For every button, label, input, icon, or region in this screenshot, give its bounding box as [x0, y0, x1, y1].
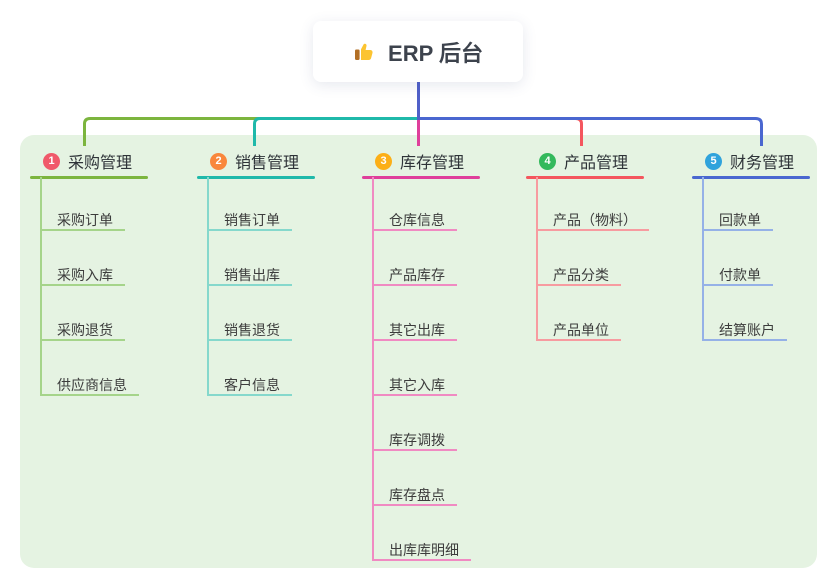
child-node[interactable]: 产品分类 [536, 266, 621, 286]
child-node[interactable]: 库存调拨 [372, 431, 457, 451]
branch-sales: 2 销售管理 销售订单 销售出库 销售退货 客户信息 [197, 148, 347, 396]
child-node[interactable]: 采购入库 [40, 266, 125, 286]
branch-sales-node[interactable]: 2 销售管理 [197, 148, 347, 174]
branch-underline [526, 176, 644, 179]
branch-product: 4 产品管理 产品（物料） 产品分类 产品单位 [526, 148, 676, 341]
branch-spine-line [372, 177, 374, 561]
root-node[interactable]: ERP 后台 [313, 21, 523, 82]
branch-label: 财务管理 [730, 155, 795, 172]
branch-spine-line [207, 177, 209, 396]
child-node[interactable]: 出库库明细 [372, 541, 471, 561]
branch-inventory: 3 库存管理 仓库信息 产品库存 其它出库 其它入库 库存调拨 库存盘点 出库库… [362, 148, 512, 561]
branch-number-badge: 1 [43, 152, 60, 170]
branch-label: 产品管理 [564, 155, 629, 172]
branch-finance: 5 财务管理 回款单 付款单 结算账户 [692, 148, 839, 341]
branch-underline [692, 176, 810, 179]
child-node[interactable]: 回款单 [702, 211, 773, 231]
child-node[interactable]: 采购订单 [40, 211, 125, 231]
child-node[interactable]: 产品单位 [536, 321, 621, 341]
branch-number-badge: 5 [705, 152, 722, 170]
child-node[interactable]: 客户信息 [207, 376, 292, 396]
branch-purchase: 1 采购管理 采购订单 采购入库 采购退货 供应商信息 [30, 148, 180, 396]
branch-label: 库存管理 [400, 155, 465, 172]
branches-panel [20, 135, 817, 568]
child-node[interactable]: 销售订单 [207, 211, 292, 231]
branch-label: 销售管理 [235, 155, 300, 172]
child-node[interactable]: 供应商信息 [40, 376, 139, 396]
child-node[interactable]: 产品（物料） [536, 211, 649, 231]
branch-underline [30, 176, 148, 179]
child-node[interactable]: 结算账户 [702, 321, 787, 341]
branch-spine-line [536, 177, 538, 341]
branch-number-badge: 2 [210, 152, 227, 170]
branch-number-badge: 4 [539, 152, 556, 170]
branch-inventory-node[interactable]: 3 库存管理 [362, 148, 512, 174]
branch-number-badge: 3 [375, 152, 392, 170]
branch-spine-line [702, 177, 704, 341]
thumbs-up-icon [355, 43, 373, 60]
branch-purchase-node[interactable]: 1 采购管理 [30, 148, 180, 174]
child-node[interactable]: 产品库存 [372, 266, 457, 286]
branch-finance-node[interactable]: 5 财务管理 [692, 148, 839, 174]
branch-underline [362, 176, 480, 179]
child-node[interactable]: 其它出库 [372, 321, 457, 341]
child-node[interactable]: 其它入库 [372, 376, 457, 396]
root-label: ERP 后台 [388, 40, 483, 66]
child-node[interactable]: 销售退货 [207, 321, 292, 341]
child-node[interactable]: 仓库信息 [372, 211, 457, 231]
branch-product-node[interactable]: 4 产品管理 [526, 148, 676, 174]
child-node[interactable]: 采购退货 [40, 321, 125, 341]
child-node[interactable]: 销售出库 [207, 266, 292, 286]
branch-underline [197, 176, 315, 179]
child-node[interactable]: 付款单 [702, 266, 773, 286]
branch-spine-line [40, 177, 42, 396]
branch-label: 采购管理 [68, 155, 133, 172]
child-node[interactable]: 库存盘点 [372, 486, 457, 506]
